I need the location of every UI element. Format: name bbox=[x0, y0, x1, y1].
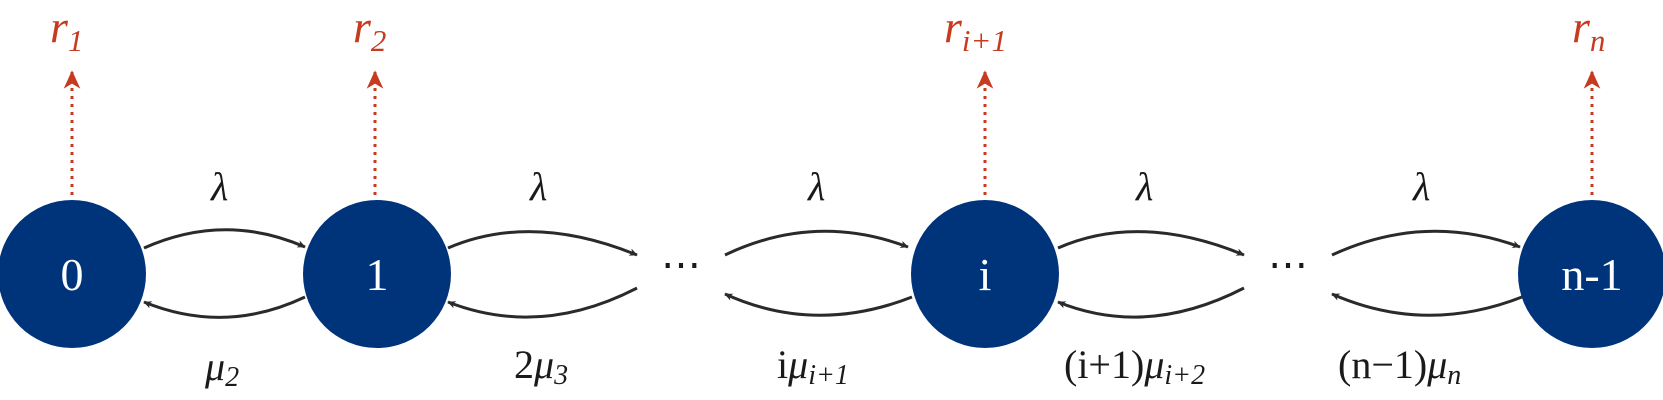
service-label-3: (i+1)μi+2 bbox=[1064, 342, 1205, 391]
state-node-0: 0 bbox=[0, 200, 146, 348]
arrival-label-0: λ bbox=[210, 164, 228, 209]
service-arc-dots-i bbox=[1057, 286, 1245, 319]
arrival-label-2: λ bbox=[807, 164, 825, 209]
service-arc-1-0 bbox=[143, 295, 306, 319]
service-label-0: μ2 bbox=[204, 344, 239, 393]
state-node-1-label: 1 bbox=[366, 249, 389, 300]
service-arc-dots-1 bbox=[447, 286, 638, 319]
reward-label-1: r2 bbox=[353, 1, 386, 58]
arrival-arc-dots-n-1 bbox=[1331, 229, 1521, 257]
service-label-1: 2μ3 bbox=[514, 342, 568, 391]
arrival-label-1: λ bbox=[529, 164, 547, 209]
arrival-arc-i-dots bbox=[1057, 230, 1245, 257]
arrival-arc-0-1 bbox=[143, 228, 306, 250]
state-node-i-label: i bbox=[979, 249, 992, 300]
state-node-n-1-label: n-1 bbox=[1561, 249, 1622, 300]
service-arc-n-1-dots bbox=[1331, 292, 1523, 317]
arrival-label-4: λ bbox=[1412, 164, 1430, 209]
state-node-1: 1 bbox=[303, 200, 451, 348]
service-label-4: (n−1)μn bbox=[1338, 342, 1461, 391]
arrival-arc-dots-i bbox=[724, 229, 909, 257]
ellipsis-2: ⋯ bbox=[1268, 242, 1308, 287]
ellipsis-1: ⋯ bbox=[661, 242, 701, 287]
state-node-i: i bbox=[911, 200, 1059, 348]
arrival-label-3: λ bbox=[1135, 164, 1153, 209]
service-arc-i-dots bbox=[724, 292, 913, 317]
state-node-n-1: n-1 bbox=[1518, 200, 1663, 348]
reward-label-n-1: rn bbox=[1572, 1, 1605, 58]
arrival-arc-1-dots bbox=[447, 230, 638, 257]
reward-label-i: ri+1 bbox=[944, 1, 1007, 58]
service-label-2: iμi+1 bbox=[777, 342, 849, 391]
state-node-0-label: 0 bbox=[61, 249, 84, 300]
reward-label-0: r1 bbox=[50, 1, 83, 58]
